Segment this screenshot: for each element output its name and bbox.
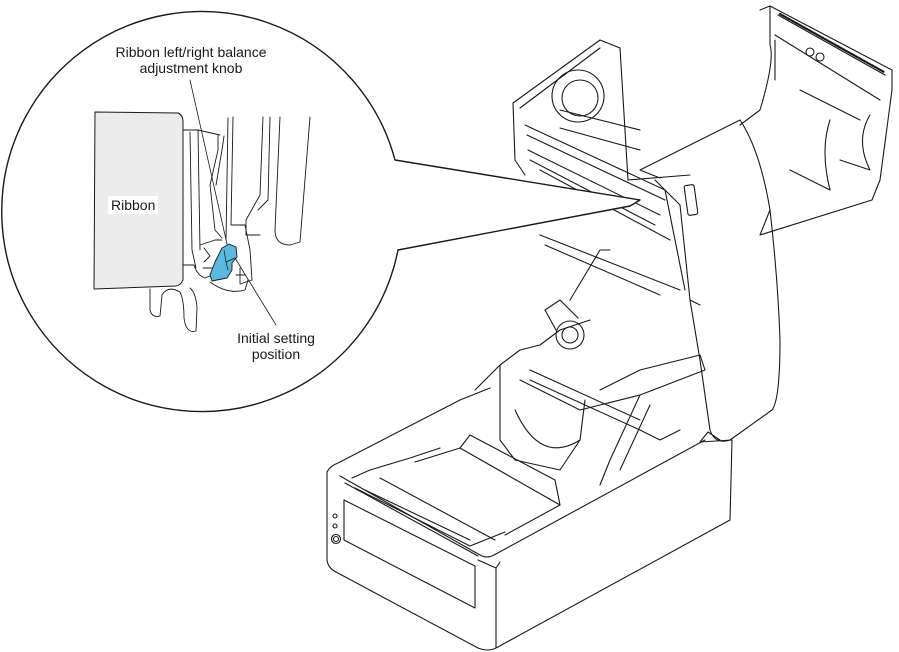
label-initial-setting: Initial setting position xyxy=(226,330,326,362)
led-icon xyxy=(332,513,338,519)
power-button-icon xyxy=(330,533,342,545)
label-balance-knob-line1: Ribbon left/right balance xyxy=(115,44,267,60)
led-icon xyxy=(332,523,338,529)
release-lever-icon xyxy=(683,184,699,216)
label-initial-line1: Initial setting xyxy=(237,330,315,346)
balance-adjustment-knob xyxy=(209,243,238,282)
label-initial-line2: position xyxy=(251,346,301,362)
printer-cover-open xyxy=(512,5,893,442)
label-balance-knob-line2: adjustment knob xyxy=(139,60,243,76)
label-balance-knob: Ribbon left/right balance adjustment kno… xyxy=(96,44,286,76)
leader-line-initial xyxy=(234,257,277,326)
callout-bubble xyxy=(1,10,641,413)
printer-base xyxy=(326,299,733,651)
magnified-callout xyxy=(1,10,641,413)
leader-line-knob xyxy=(189,79,228,245)
label-ribbon: Ribbon xyxy=(108,196,159,214)
